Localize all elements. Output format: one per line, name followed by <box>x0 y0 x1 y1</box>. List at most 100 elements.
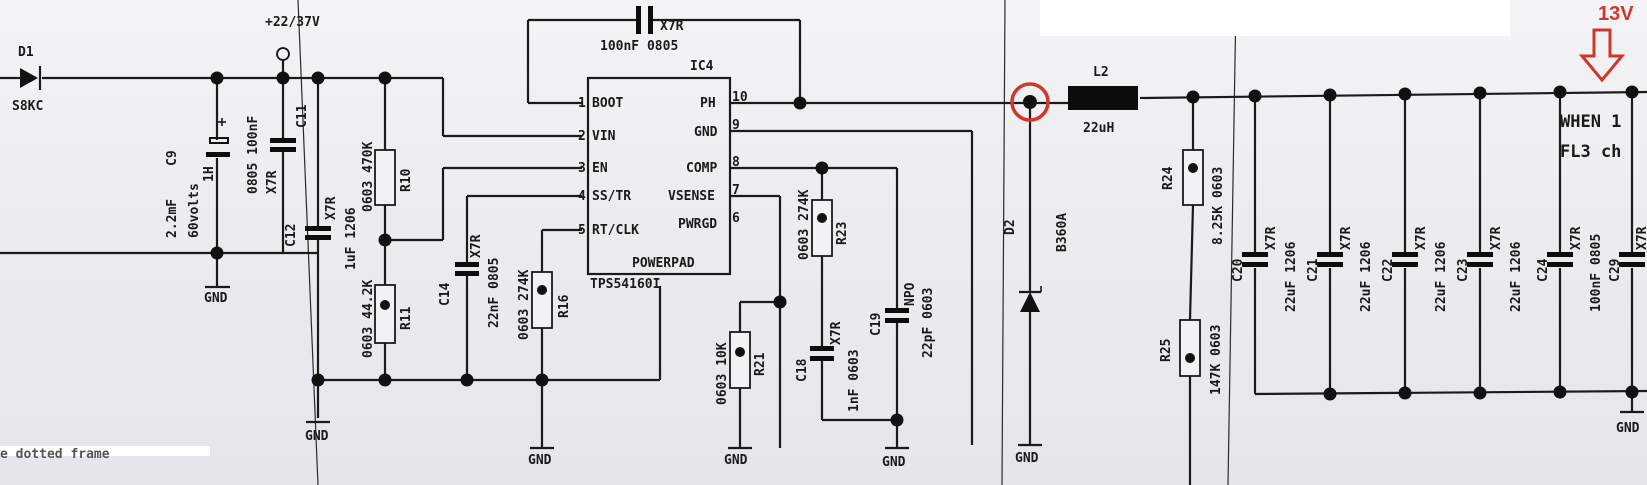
svg-text:C21: C21 <box>1306 258 1321 282</box>
capacitor-c9 <box>206 118 230 157</box>
r24-value: 8.25K 0603 <box>1211 167 1226 245</box>
svg-text:9: 9 <box>732 118 740 133</box>
svg-text:C9: C9 <box>165 150 180 166</box>
c19-value: 22pF 0603 <box>921 288 936 358</box>
c14-ref: C14 <box>438 282 453 306</box>
svg-text:1: 1 <box>578 96 586 111</box>
svg-text:8: 8 <box>732 155 740 170</box>
arrow-annotation <box>1578 28 1626 83</box>
capacitor-c18 <box>810 346 834 361</box>
svg-text:2: 2 <box>578 129 586 144</box>
svg-text:C23: C23 <box>1456 259 1471 282</box>
svg-text:VIN: VIN <box>592 129 616 144</box>
ic-pad: POWERPAD <box>632 256 695 271</box>
ic-body <box>586 76 732 276</box>
c19-ref: C19 <box>869 313 884 336</box>
c18-value: 1nF 0603 <box>847 349 862 412</box>
r11-ref: R11 <box>399 306 414 330</box>
c9-voltage: 60volts <box>187 183 202 238</box>
svg-text:C29: C29 <box>1608 259 1623 282</box>
svg-text:C20: C20 <box>1231 258 1246 282</box>
svg-text:COMP: COMP <box>686 161 717 176</box>
ic-pins-right: PH 10 GND 9 COMP 8 VSENSE 7 PWRGD 6 <box>668 90 748 232</box>
bottom-note: e dotted frame <box>0 447 110 462</box>
note-line-1: WHEN 1 <box>1560 112 1621 132</box>
resistor-r16 <box>531 271 553 329</box>
svg-text:22uF 1206: 22uF 1206 <box>1434 241 1449 312</box>
r21-ref: R21 <box>753 352 768 376</box>
svg-text:SS/TR: SS/TR <box>592 189 631 204</box>
c11-ref: C11 <box>295 104 310 128</box>
c12-value: 1uF 1206 <box>344 207 359 270</box>
svg-text:GND: GND <box>882 455 906 470</box>
svg-text:X7R: X7R <box>1569 226 1584 250</box>
c9-label: 2.2mF C9 <box>165 150 180 238</box>
gnd-symbols <box>205 285 1644 450</box>
svg-text:22uF 1206: 22uF 1206 <box>1509 241 1524 312</box>
output-capacitors <box>1242 92 1645 412</box>
resistor-r21 <box>729 331 751 389</box>
ic-ref: IC4 <box>690 59 714 74</box>
svg-text:X7R: X7R <box>1339 226 1354 250</box>
svg-text:PH: PH <box>700 96 716 111</box>
svg-text:GND: GND <box>204 291 228 306</box>
l2-ref: L2 <box>1093 65 1109 80</box>
boot-cap-value: 100nF 0805 <box>600 39 678 54</box>
svg-text:GND: GND <box>528 453 552 468</box>
r10-value: 0603 470K <box>361 141 376 212</box>
svg-text:EN: EN <box>592 161 608 176</box>
rail-testpoint <box>276 47 290 61</box>
svg-text:GND: GND <box>1015 451 1039 466</box>
c12-ref: C12 <box>284 224 299 247</box>
svg-text:5: 5 <box>578 223 586 238</box>
capacitor-c12 <box>305 226 331 240</box>
voltage-annotation: 13V <box>1598 3 1634 25</box>
r23-value: 0603 274K <box>797 189 812 260</box>
svg-text:X7R: X7R <box>1414 226 1429 250</box>
svg-text:2.2mF: 2.2mF <box>165 199 180 238</box>
note-line-2: FL3 ch <box>1560 142 1621 162</box>
svg-text:4: 4 <box>578 189 586 204</box>
resistor-r23 <box>811 199 833 257</box>
svg-text:X7R: X7R <box>1264 226 1279 250</box>
capacitor-c11 <box>270 138 296 152</box>
capacitor-c19 <box>885 308 909 323</box>
d1-value: S8KC <box>12 99 43 114</box>
diode-d2 <box>1019 286 1042 312</box>
d1-ref: D1 <box>18 45 34 60</box>
resistor-r24 <box>1182 149 1204 206</box>
r11-value: 0603 44.2K <box>361 280 376 358</box>
l2-value: 22uH <box>1083 121 1114 136</box>
r16-value: 0603 274K <box>517 269 532 340</box>
r10-ref: R10 <box>399 168 414 192</box>
r21-value: 0603 10K <box>715 342 730 405</box>
svg-text:22uF 1206: 22uF 1206 <box>1359 241 1374 312</box>
svg-text:C22: C22 <box>1381 259 1396 282</box>
junction-dots <box>210 71 1639 427</box>
c18-ref: C18 <box>795 358 810 382</box>
rail-label: +22/37V <box>265 15 320 30</box>
redaction-strip <box>0 446 210 456</box>
capacitor-c14 <box>455 262 479 276</box>
svg-text:GND: GND <box>1616 421 1640 436</box>
svg-text:RT/CLK: RT/CLK <box>592 223 639 238</box>
svg-text:GND: GND <box>724 453 748 468</box>
frame-lines <box>297 0 1237 485</box>
r25-value: 147K 0603 <box>1209 325 1224 395</box>
svg-text:6: 6 <box>732 211 740 226</box>
svg-text:X7R: X7R <box>1489 226 1504 250</box>
boot-cap-spec: X7R <box>660 19 684 34</box>
c9-type: 1H <box>202 166 217 182</box>
svg-text:X7R: X7R <box>1635 226 1647 250</box>
svg-text:7: 7 <box>732 183 740 198</box>
c18-spec: X7R <box>829 321 844 345</box>
d2-value: B360A <box>1055 213 1070 252</box>
c19-spec: NPO <box>903 282 918 306</box>
highlight-circle <box>1010 82 1050 122</box>
inductor-l2 <box>1068 86 1138 110</box>
c14-spec: X7R <box>469 234 484 258</box>
resistor-r10 <box>374 149 396 206</box>
c14-value: 22nF 0805 <box>487 258 502 328</box>
svg-text:VSENSE: VSENSE <box>668 189 715 204</box>
